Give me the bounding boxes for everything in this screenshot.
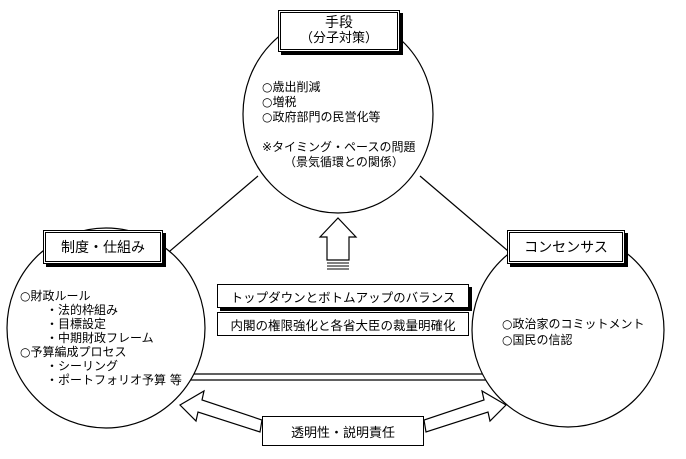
right-title-box: コンセンサス	[509, 232, 623, 262]
balance-banner-text: トップダウンとボトムアップのバランス	[230, 289, 456, 305]
right-item-2: ○国民の信認	[502, 333, 573, 347]
left-item-2: ・法的枠組み	[46, 303, 119, 317]
left-item-4: ・中期財政フレーム	[46, 331, 154, 345]
bottom-left-arrow-icon	[179, 389, 263, 433]
top-item-3: ○政府部門の民営化等	[262, 110, 381, 124]
bottom-right-arrow-icon	[423, 389, 507, 433]
balance-banner: トップダウンとボトムアップのバランス	[217, 284, 469, 308]
cabinet-banner: 内閣の権限強化と各省大臣の裁量明確化	[217, 312, 469, 336]
top-title: 手段	[325, 15, 353, 31]
right-title: コンセンサス	[524, 240, 608, 256]
top-title-box: 手段 （分子対策）	[280, 12, 398, 50]
left-title-box: 制度・仕組み	[45, 232, 161, 262]
transparency-box: 透明性・説明責任	[262, 416, 424, 446]
left-item-3: ・目標設定	[46, 317, 107, 331]
top-item-2: ○増税	[262, 95, 297, 109]
left-item-6: ・シーリング	[46, 359, 119, 373]
cabinet-banner-text: 内閣の権限強化と各省大臣の裁量明確化	[230, 317, 456, 333]
top-note: ※タイミング・ペースの問題	[262, 140, 416, 154]
left-circle	[6, 227, 206, 429]
left-title: 制度・仕組み	[61, 240, 145, 256]
left-item-7: ・ポートフォリオ予算 等	[46, 373, 182, 387]
left-item-1: ○財政ルール	[20, 289, 91, 303]
up-arrow-icon	[318, 217, 358, 270]
transparency-label: 透明性・説明責任	[290, 425, 395, 441]
top-note-sub: （景気循環との関係）	[284, 155, 404, 169]
top-subtitle: （分子対策）	[299, 31, 378, 46]
top-item-1: ○歳出削減	[262, 80, 321, 94]
left-item-5: ○予算編成プロセス	[20, 345, 127, 359]
right-item-1: ○政治家のコミットメント	[502, 317, 645, 331]
